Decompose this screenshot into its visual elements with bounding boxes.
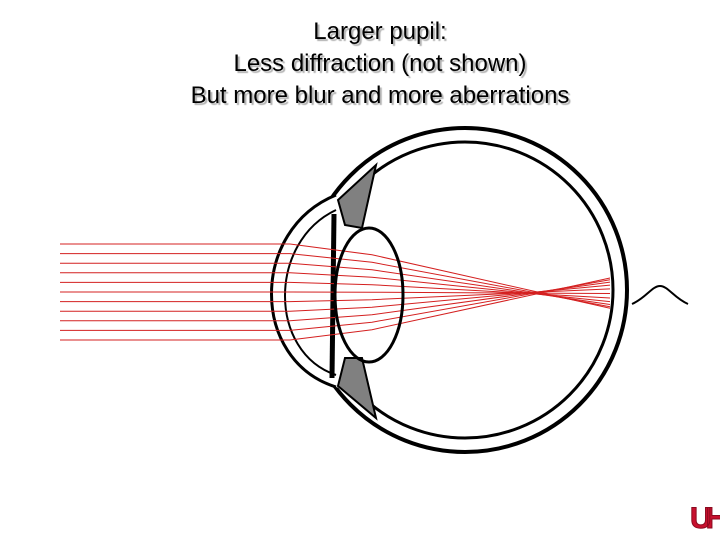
cornea-inner-outline (284, 209, 337, 376)
light-ray (60, 279, 611, 331)
slide-title: Larger pupil: Less diffraction (not show… (0, 16, 720, 112)
light-ray (60, 281, 611, 322)
iris-plane-bar (329, 213, 337, 379)
uh-logo: UH (690, 502, 720, 536)
light-ray (60, 291, 611, 294)
cornea-outer-outline (270, 193, 337, 389)
light-ray (60, 262, 611, 305)
light-ray (60, 277, 611, 341)
light-ray (60, 281, 611, 299)
crystalline-lens (333, 226, 405, 364)
iris-upper (336, 162, 378, 230)
uh-logo-text: UH (690, 502, 720, 535)
title-line-2: Less diffraction (not shown) (233, 50, 527, 77)
blur-profile-curve (631, 284, 689, 305)
title-line-1: Larger pupil: (313, 18, 447, 45)
light-rays (60, 243, 611, 341)
light-ray (60, 284, 611, 312)
light-ray (60, 272, 611, 303)
title-line-3: But more blur and more aberrations (190, 82, 570, 109)
light-ray (60, 253, 611, 308)
light-ray (60, 288, 611, 303)
light-ray (60, 243, 611, 309)
